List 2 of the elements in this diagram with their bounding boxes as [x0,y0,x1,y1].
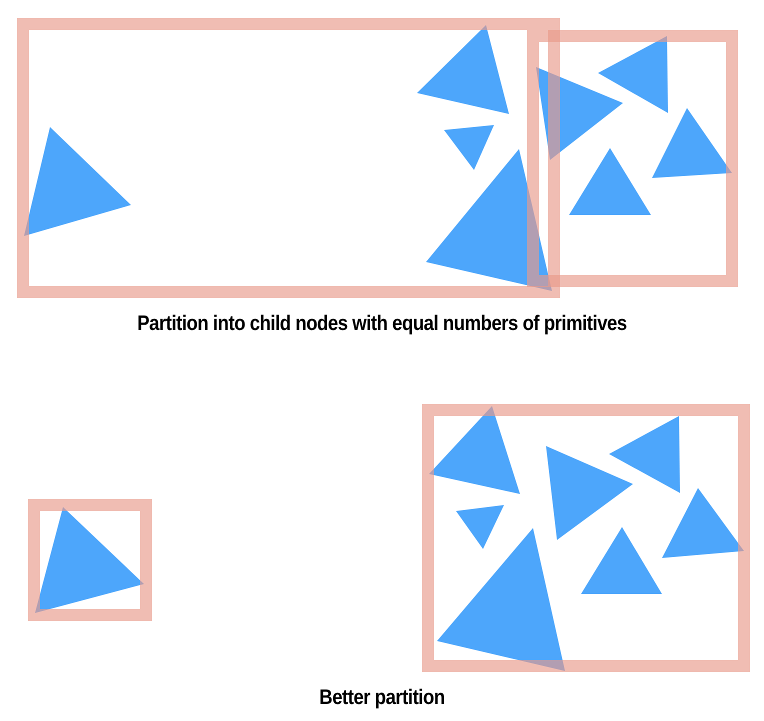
caption-text: Better partition [318,686,446,710]
caption-text: Partition into child nodes with equal numbers of primitives [136,312,628,336]
